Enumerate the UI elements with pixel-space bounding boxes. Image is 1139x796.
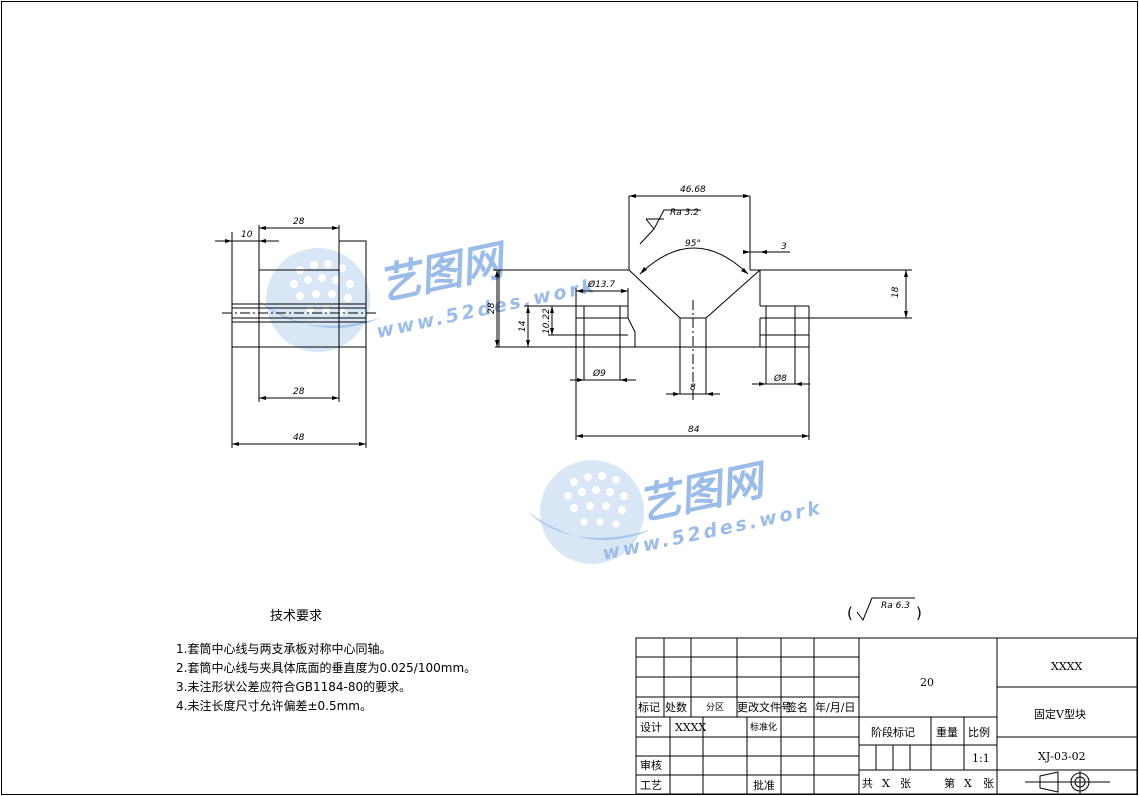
title-block xyxy=(635,637,1138,795)
dim-phi-9: Ø9 xyxy=(592,368,606,379)
company-name: XXXX xyxy=(1051,660,1082,673)
label-x2: X xyxy=(964,777,972,790)
dim-angle: 95° xyxy=(685,239,701,249)
tech-requirements-title: 技术要求 xyxy=(270,609,323,624)
roughness-ra-3-2: Ra 3.2 xyxy=(670,208,699,218)
dim-phi-8: Ø8 xyxy=(773,373,787,384)
dim-10-22: 10.22 xyxy=(542,308,552,334)
tech-requirement-item: 2.套筒中心线与夹具体底面的垂直度为0.025/100mm。 xyxy=(176,661,477,675)
designer-name: XXXX xyxy=(675,721,706,734)
side-view xyxy=(215,225,376,448)
material: 20 xyxy=(920,676,934,689)
svg-text:Ra 6.3: Ra 6.3 xyxy=(881,601,910,611)
label-sheets1: 张 xyxy=(900,777,911,790)
surface-roughness-note: ( Ra 6.3 ) xyxy=(847,597,922,622)
label-zone: 分区 xyxy=(706,702,724,713)
label-sheet-no: 第 xyxy=(944,776,955,790)
label-count: 处数 xyxy=(665,701,687,714)
dim-8: 8 xyxy=(690,383,696,393)
part-name: 固定V型块 xyxy=(1034,707,1086,721)
dim-28: 28 xyxy=(487,302,497,314)
label-x1: X xyxy=(882,777,890,790)
label-change-doc: 更改文件号 xyxy=(737,700,792,714)
dim-28-top: 28 xyxy=(293,217,305,227)
tech-requirement-item: 3.未注形状公差应符合GB1184-80的要求。 xyxy=(176,680,412,694)
watermark-center: 艺图网 www.52des.work xyxy=(528,454,825,565)
tech-requirement-item: 1.套筒中心线与两支承板对称中心同轴。 xyxy=(176,642,392,656)
side-view-arrows xyxy=(225,226,366,446)
label-stage-mark: 阶段标记 xyxy=(871,725,915,739)
label-standardize: 标准化 xyxy=(750,721,777,733)
dim-48: 48 xyxy=(293,433,305,443)
svg-text:(: ( xyxy=(847,604,853,622)
projection-symbol-icon xyxy=(1025,771,1110,794)
tech-requirement-item: 4.未注长度尺寸允许偏差±0.5mm。 xyxy=(176,699,372,713)
dim-phi-13-7: Ø13.7 xyxy=(587,279,615,290)
dim-84: 84 xyxy=(688,425,700,435)
label-approve: 批准 xyxy=(753,778,775,792)
label-date: 年/月/日 xyxy=(815,700,855,714)
label-process: 工艺 xyxy=(640,779,662,792)
label-scale: 比例 xyxy=(968,725,990,739)
scale-value: 1:1 xyxy=(972,752,990,765)
label-review: 审核 xyxy=(640,758,662,772)
dim-10: 10 xyxy=(241,230,253,240)
label-sign: 签名 xyxy=(786,700,808,714)
tech-requirements-list: 1.套筒中心线与两支承板对称中心同轴。 2.套筒中心线与夹具体底面的垂直度为0.… xyxy=(176,640,476,716)
dim-14: 14 xyxy=(518,320,528,332)
label-weight: 重量 xyxy=(936,725,958,739)
front-view-arrows xyxy=(495,194,908,438)
label-total: 共 xyxy=(862,777,873,790)
svg-text:): ) xyxy=(916,604,922,622)
drawing-number: XJ-03-02 xyxy=(1038,750,1086,763)
dim-28-bottom: 28 xyxy=(293,387,305,397)
dim-46-68: 46.68 xyxy=(680,185,706,195)
title-block-text: 标记 处数 分区 更改文件号 签名 年/月/日 设计 XXXX 标准化 审核 工… xyxy=(638,660,1086,792)
label-sheets2: 张 xyxy=(983,777,994,790)
front-view xyxy=(493,195,912,440)
label-mark: 标记 xyxy=(638,700,660,714)
dim-3: 3 xyxy=(781,242,787,252)
dim-18: 18 xyxy=(891,286,901,298)
label-design: 设计 xyxy=(640,721,662,734)
